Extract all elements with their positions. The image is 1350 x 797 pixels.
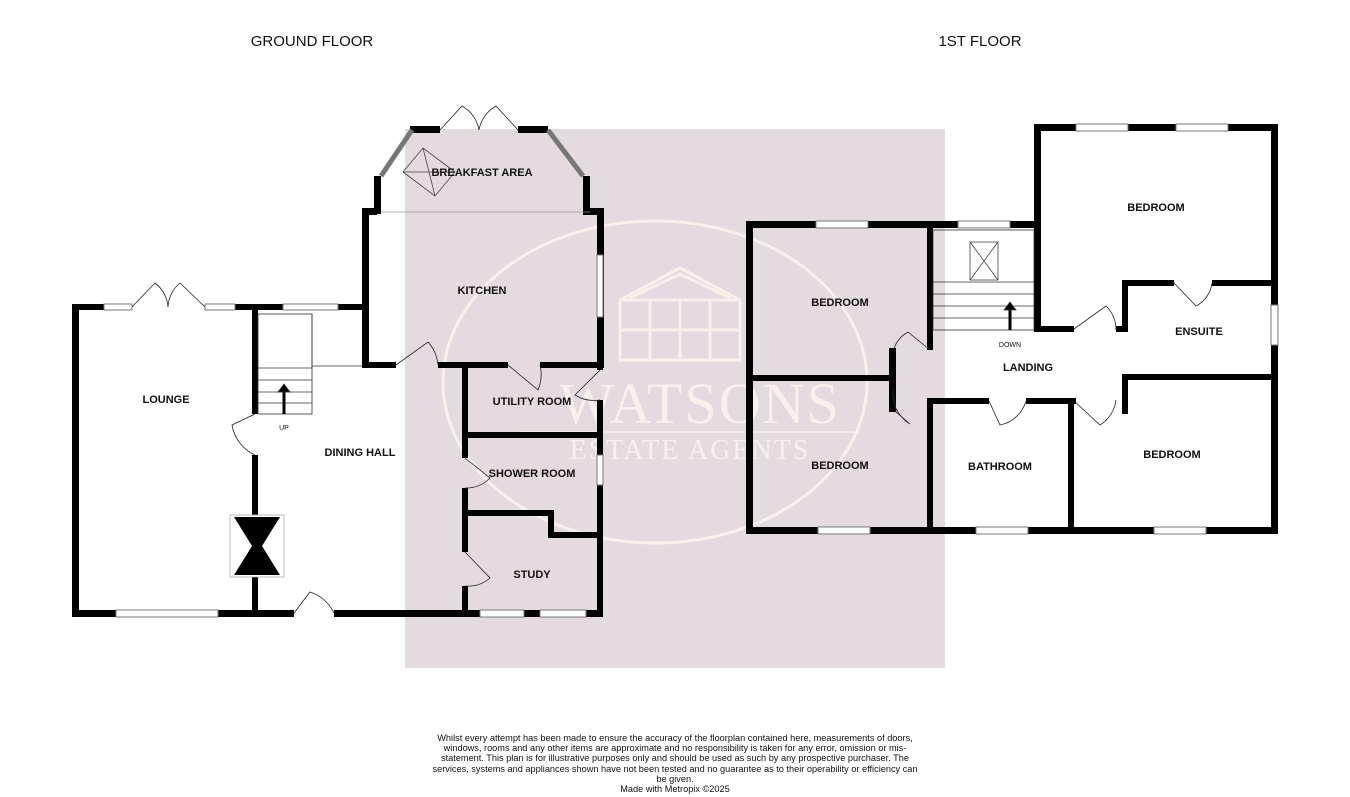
room-label-study: STUDY xyxy=(513,569,551,581)
first-floor-skylight-icon xyxy=(969,241,999,281)
first-floor-plan: BEDROOM BEDROOM BEDROOM BEDROOM ENSUITE … xyxy=(746,123,1279,535)
first-floor-windows xyxy=(815,123,1279,535)
ground-floor-windows xyxy=(103,128,604,618)
watermark-logo xyxy=(441,219,869,545)
room-label-bathroom: BATHROOM xyxy=(968,461,1032,473)
room-label-shower-room: SHOWER ROOM xyxy=(489,468,576,480)
room-label-bedroom-left-lower: BEDROOM xyxy=(811,460,868,472)
stairs-up-label: UP xyxy=(279,425,289,432)
disclaimer-text: Whilst every attempt has been made to en… xyxy=(432,733,918,784)
room-label-landing: LANDING xyxy=(1003,362,1053,374)
room-label-bedroom-left-upper: BEDROOM xyxy=(811,297,868,309)
ground-floor-title: GROUND FLOOR xyxy=(251,33,374,50)
stairs-down-label: DOWN xyxy=(999,342,1021,349)
ground-floor-stairs[interactable] xyxy=(257,313,362,415)
first-floor-title: 1ST FLOOR xyxy=(938,33,1021,50)
watermark-title: WATSONS xyxy=(559,371,841,436)
room-label-breakfast-area: BREAKFAST AREA xyxy=(431,167,532,179)
ground-floor-plan: LOUNGE DINING HALL KITCHEN BREAKFAST ARE… xyxy=(72,105,604,618)
room-label-bedroom-top-right: BEDROOM xyxy=(1127,202,1184,214)
room-label-kitchen: KITCHEN xyxy=(458,285,507,297)
room-label-lounge: LOUNGE xyxy=(142,394,189,406)
room-label-dining-hall: DINING HALL xyxy=(325,447,396,459)
first-floor-doors xyxy=(892,282,1213,426)
disclaimer: Whilst every attempt has been made to en… xyxy=(430,733,920,794)
fireplace-icon xyxy=(229,514,285,578)
room-label-ensuite: ENSUITE xyxy=(1175,326,1223,338)
disclaimer-credit: Made with Metropix ©2025 xyxy=(620,784,730,795)
watermark-subtitle: ESTATE AGENTS xyxy=(570,435,811,466)
room-label-bedroom-bottom-right: BEDROOM xyxy=(1143,449,1200,461)
watermark-panel xyxy=(405,129,945,668)
ground-floor-doors xyxy=(131,105,601,614)
skylight-icon xyxy=(402,147,456,197)
room-label-utility-room: UTILITY ROOM xyxy=(493,396,572,408)
first-floor-stairs[interactable] xyxy=(932,229,1035,331)
